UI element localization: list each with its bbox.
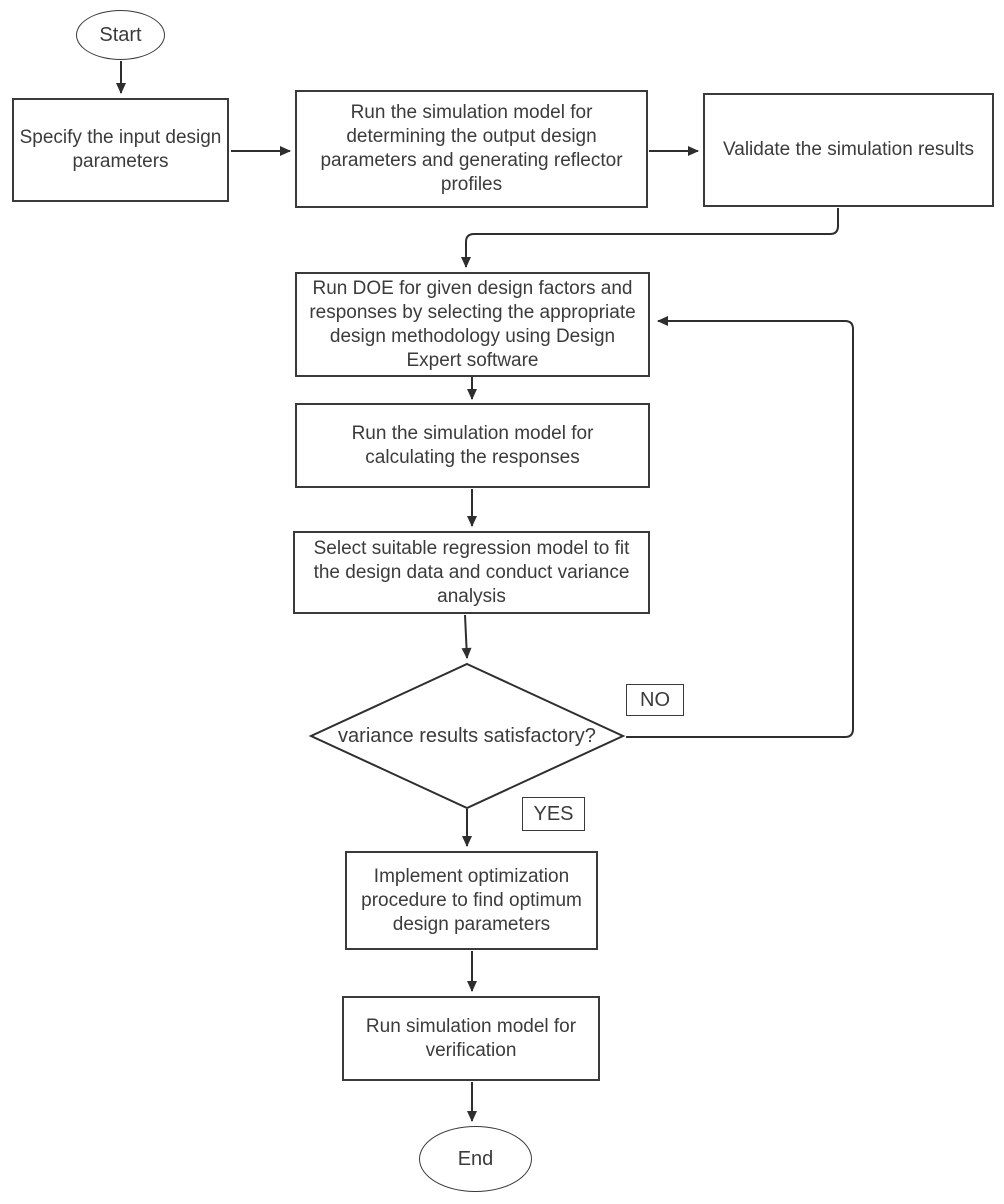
edge-label-yes: YES [522, 797, 585, 831]
process-select-regression-model: Select suitable regression model to fit … [293, 531, 650, 614]
process-run-doe: Run DOE for given design factors and res… [295, 272, 650, 377]
process-implement-optimization: Implement optimization procedure to find… [345, 851, 598, 950]
decision-diamond [308, 662, 626, 810]
process-run-simulation-output-design: Run the simulation model for determining… [295, 90, 648, 208]
process-validate-simulation-results: Validate the simulation results [703, 93, 994, 207]
arrow-decision-no-feedback-to-run-doe [626, 316, 854, 738]
process-specify-input-parameters: Specify the input design parameters [12, 98, 229, 202]
process-run-simulation-verification: Run simulation model for verification [342, 996, 600, 1081]
arrow-validate-to-run-doe [461, 208, 839, 268]
end-terminator: End [419, 1126, 532, 1192]
start-terminator: Start [76, 10, 165, 60]
edge-label-no: NO [626, 684, 684, 716]
arrow-select-regression-to-decision [461, 614, 472, 659]
process-run-simulation-responses: Run the simulation model for calculating… [295, 403, 650, 488]
decision-label-variance-satisfactory: variance results satisfactory? [338, 724, 596, 747]
